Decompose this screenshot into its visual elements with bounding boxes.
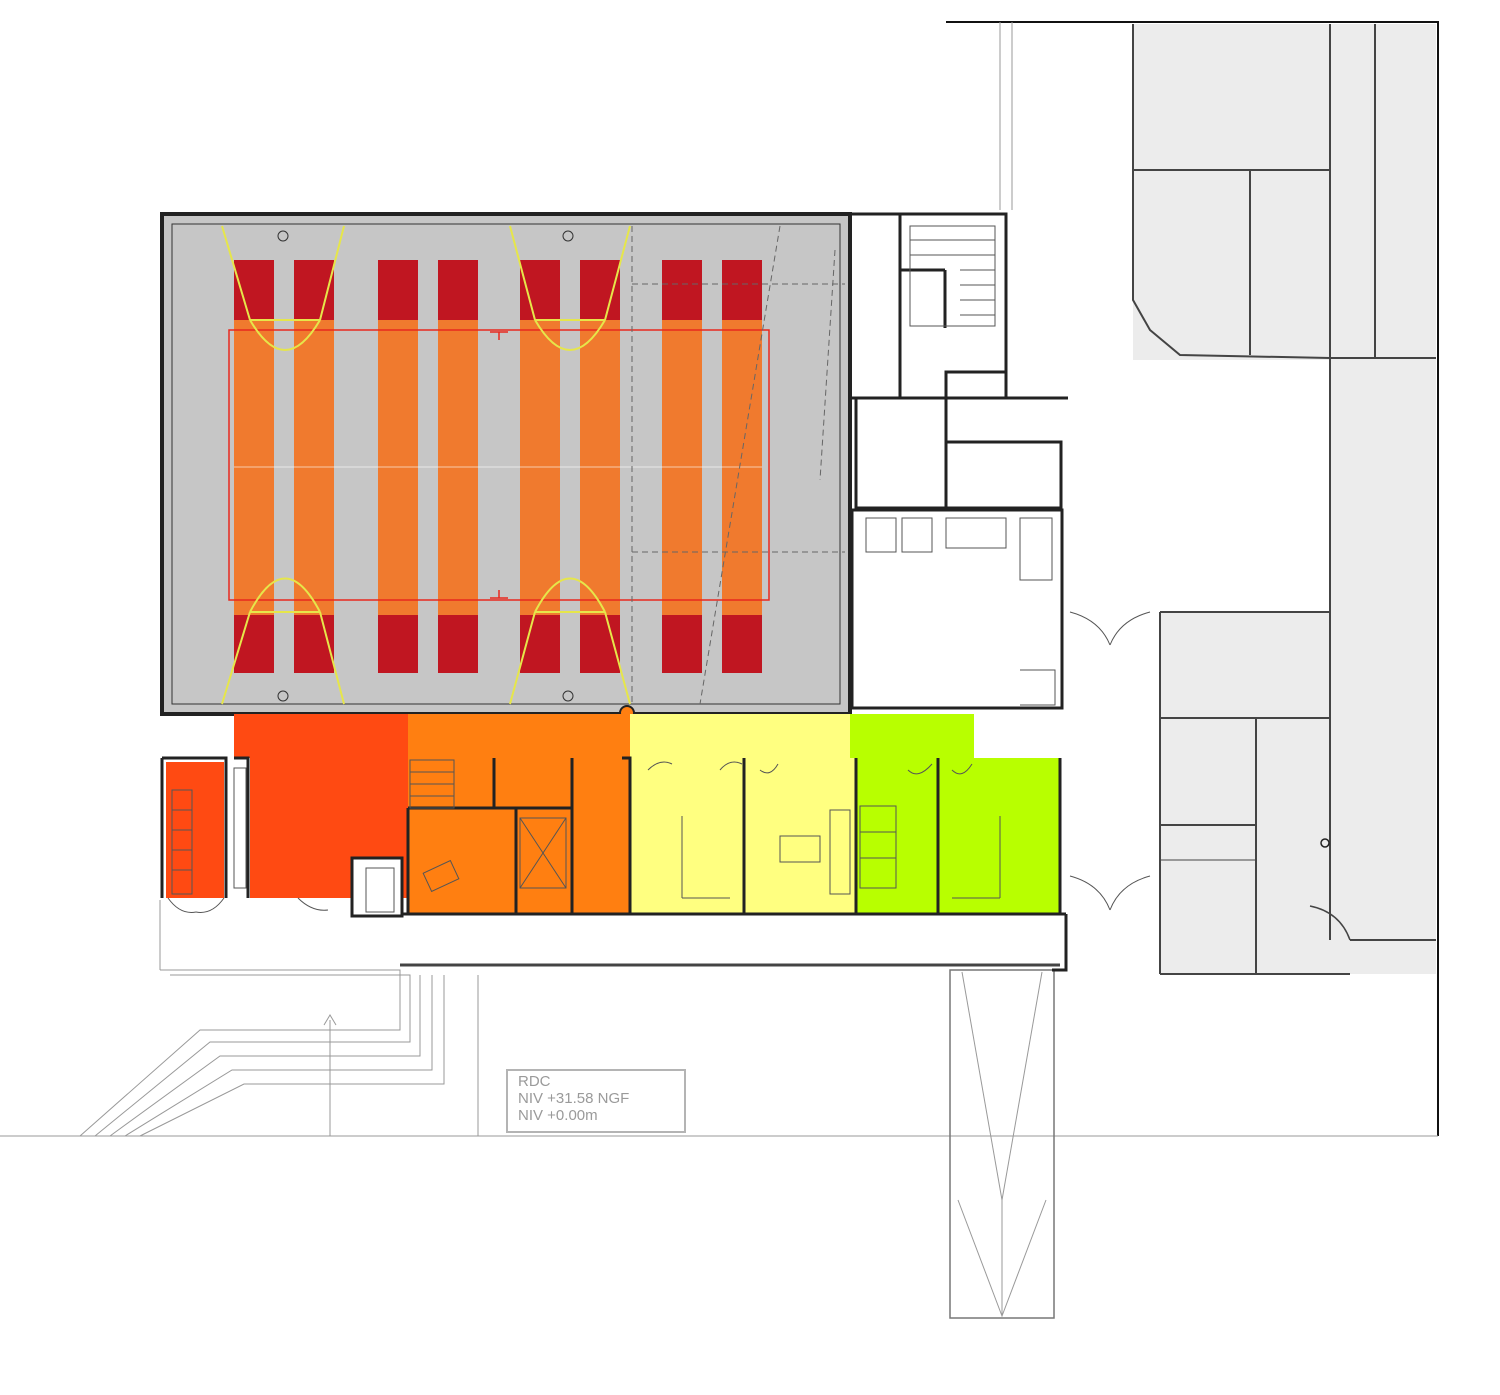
door-swing-icons bbox=[167, 611, 1151, 913]
equipment-icons bbox=[865, 517, 1056, 706]
hidden-lines bbox=[631, 225, 845, 705]
lower-wing-details bbox=[171, 759, 1001, 913]
door-swing-icon bbox=[1309, 905, 1351, 941]
basket-icons bbox=[277, 230, 574, 702]
existing-building bbox=[946, 21, 1439, 1136]
column-icon bbox=[1320, 838, 1330, 848]
level-label-box: RDC NIV +31.58 NGF NIV +0.00m bbox=[506, 1069, 686, 1133]
gymnasium bbox=[160, 212, 852, 721]
level-relative: NIV +0.00m bbox=[518, 1107, 598, 1124]
court-lines-yellow bbox=[221, 225, 631, 705]
level-ngf: NIV +31.58 NGF bbox=[518, 1090, 630, 1107]
zone-colors bbox=[166, 714, 1060, 914]
level-name: RDC bbox=[518, 1073, 551, 1090]
entrance-ramps bbox=[0, 900, 1438, 1319]
stair-icon bbox=[909, 225, 996, 327]
court-lines-red bbox=[228, 329, 770, 601]
service-block-north bbox=[848, 212, 1068, 710]
